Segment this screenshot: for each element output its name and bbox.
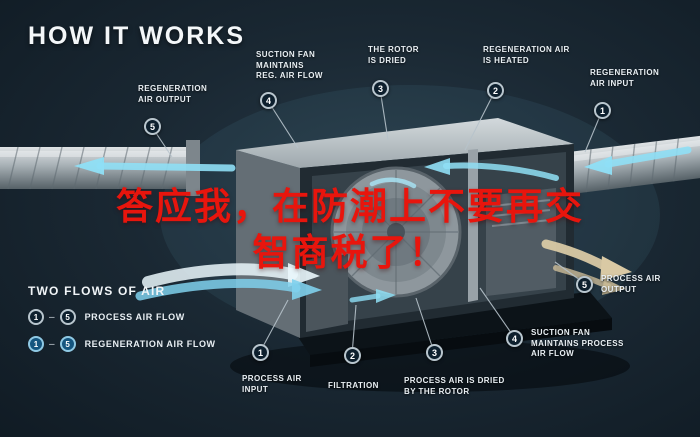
- dehumidifier-unit: [236, 118, 612, 367]
- step-badge-4-regeneration: 4: [260, 92, 277, 109]
- page-title: HOW IT WORKS: [28, 22, 246, 50]
- callout-suction-fan-process: SUCTION FAN MAINTAINS PROCESS AIR FLOW: [531, 328, 624, 358]
- callout-filtration: FILTRATION: [328, 381, 379, 390]
- legend-label-process: PROCESS AIR FLOW: [84, 312, 185, 322]
- callout-process-air-output: PROCESS AIR OUTPUT: [601, 274, 661, 294]
- step-badge-5-process: 5: [576, 276, 593, 293]
- overlay-text-line2: 智商税了！: [252, 232, 448, 273]
- legend-title: TWO FLOWS OF AIR: [28, 284, 166, 298]
- legend-label-regeneration: REGENERATION AIR FLOW: [84, 339, 216, 349]
- legend-badge-process-from: 1: [28, 309, 44, 325]
- callout-process-air-input: PROCESS AIR INPUT: [242, 374, 302, 394]
- callout-regeneration-air-output: REGENERATION AIR OUTPUT: [138, 84, 208, 104]
- step-badge-2-regeneration: 2: [487, 82, 504, 99]
- callout-rotor-is-dried: THE ROTOR IS DRIED: [368, 45, 420, 65]
- step-badge-2-process: 2: [344, 347, 361, 364]
- legend-two-flows: TWO FLOWS OF AIR 1 – 5 PROCESS AIR FLOW …: [28, 284, 216, 352]
- callout-process-air-dried: PROCESS AIR IS DRIED BY THE ROTOR: [404, 376, 505, 396]
- step-badge-1-process: 1: [252, 344, 269, 361]
- callout-suction-fan-reg: SUCTION FAN MAINTAINS REG. AIR FLOW: [256, 50, 323, 80]
- callout-regeneration-air-input: REGENERATION AIR INPUT: [590, 68, 660, 88]
- legend-range-dash: –: [49, 338, 55, 350]
- overlay-text-line1: 答应我，在防潮上不要再交: [116, 186, 584, 227]
- step-badge-3-regeneration: 3: [372, 80, 389, 97]
- legend-range-dash: –: [49, 311, 55, 323]
- step-badge-5-regeneration: 5: [144, 118, 161, 135]
- heater-coils: [491, 199, 551, 227]
- step-badge-4-process: 4: [506, 330, 523, 347]
- legend-badge-regeneration-to: 5: [59, 336, 76, 352]
- callout-regeneration-air-heated: REGENERATION AIR IS HEATED: [483, 45, 570, 65]
- step-badge-1-regeneration: 1: [594, 102, 611, 119]
- legend-row-regeneration: 1 – 5 REGENERATION AIR FLOW: [28, 336, 216, 352]
- legend-badge-process-to: 5: [59, 309, 76, 325]
- step-badge-3-process: 3: [426, 344, 443, 361]
- legend-badge-regeneration-from: 1: [28, 336, 44, 352]
- airflow-arrows: [74, 146, 692, 303]
- legend-row-process: 1 – 5 PROCESS AIR FLOW: [28, 309, 216, 325]
- rotor: [330, 166, 462, 298]
